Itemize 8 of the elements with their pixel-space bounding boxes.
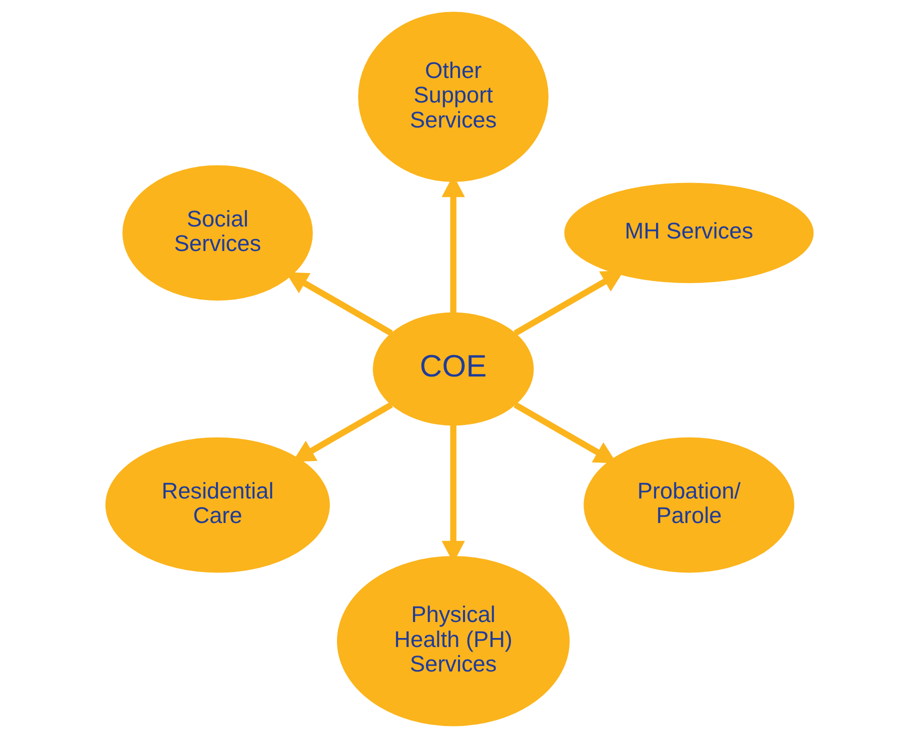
node-ellipse: Residential Care <box>105 437 330 573</box>
arrow <box>514 270 624 336</box>
node-ellipse: Probation/ Parole <box>584 437 794 573</box>
node-ellipse: COE <box>372 312 534 426</box>
node-ellipse: MH Services <box>564 182 814 284</box>
node-ellipse: Physical Health (PH) Services <box>336 556 570 726</box>
node-ellipse: Other Support Services <box>358 12 548 182</box>
node-ellipse: Social Services <box>122 165 313 301</box>
